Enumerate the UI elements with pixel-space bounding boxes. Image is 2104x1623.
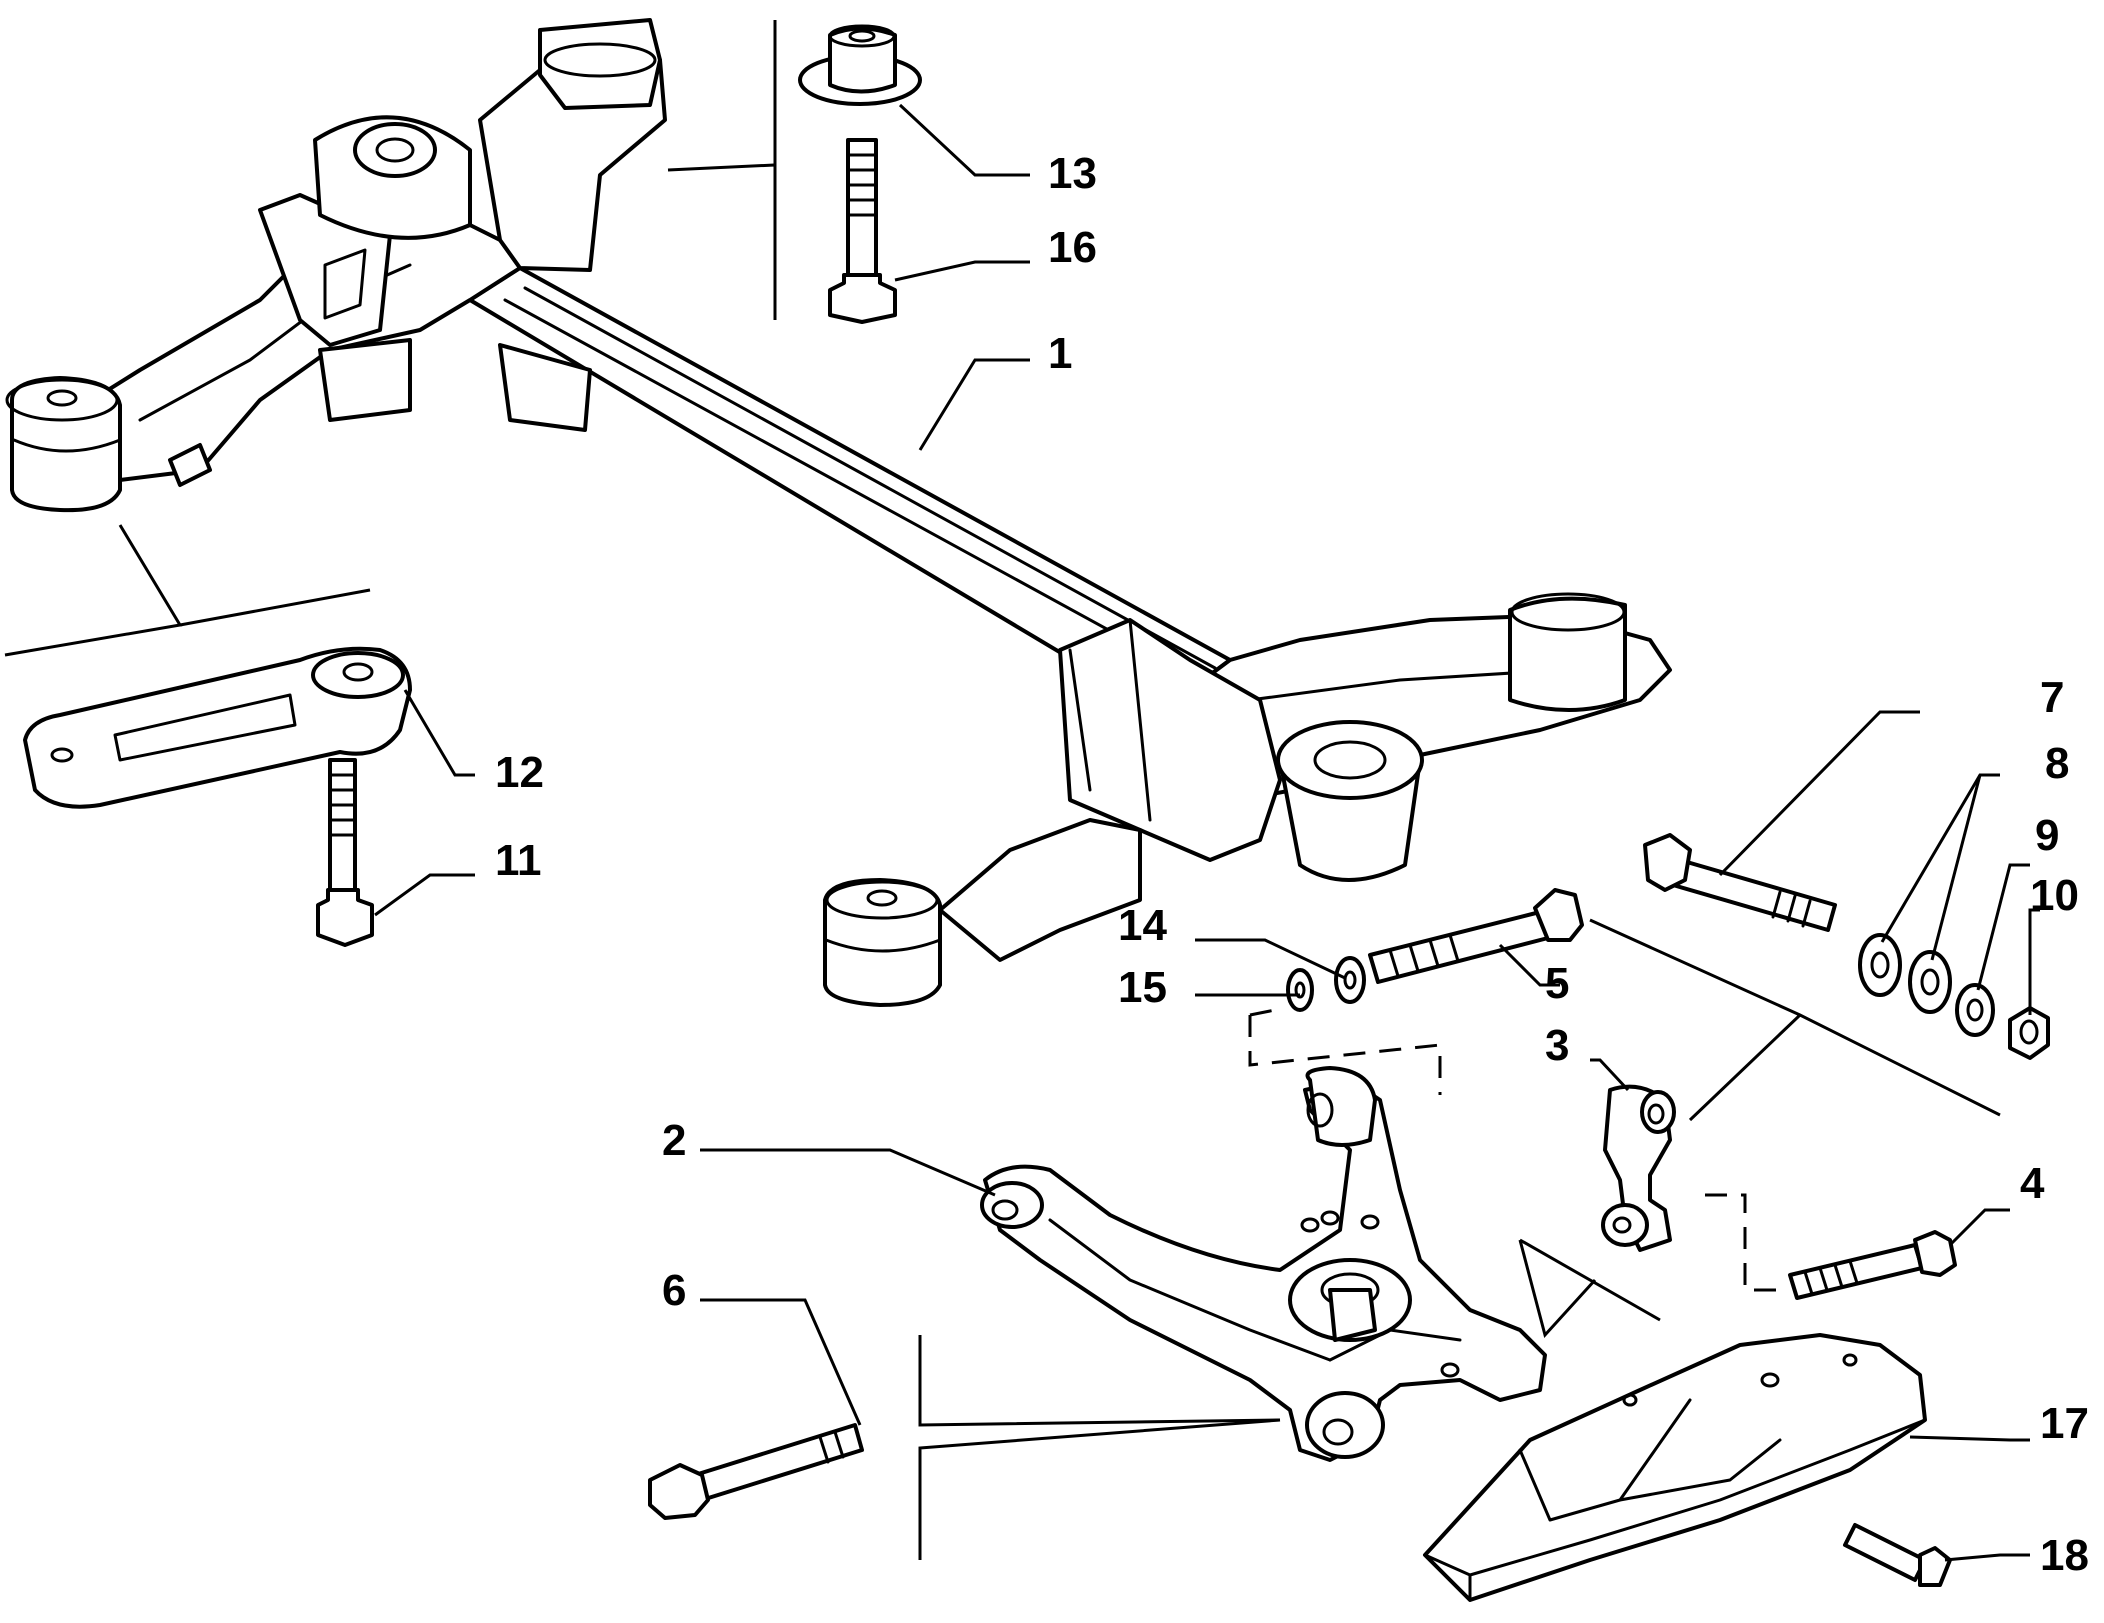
callout-4: 4 [2020,1159,2045,1208]
rubber-mount-13 [798,24,922,106]
callout-5: 5 [1545,959,1569,1008]
callout-10: 10 [2030,871,2079,920]
callout-8: 8 [2045,739,2069,788]
callout-11: 11 [495,836,542,885]
bolt-4 [1788,1230,1957,1300]
bolt-7 [1643,833,1837,932]
callout-2: 2 [662,1116,686,1165]
assembly-guide-lines [4,20,2001,1560]
washers-8 [1858,933,1952,1014]
callout-16: 16 [1048,223,1097,272]
bolt-6 [648,1423,864,1520]
nut-10 [2008,1006,2050,1060]
rear-axle-beam [5,18,1672,1007]
leader-lines [374,103,2040,1562]
bolt-11 [316,758,374,947]
link-rod [1601,1084,1676,1252]
washers-14-15 [1286,956,1366,1012]
callout-3: 3 [1545,1021,1569,1070]
callout-1: 1 [1048,329,1072,378]
callout-labels: 13 16 1 12 11 14 15 5 3 4 7 8 9 10 2 6 1… [495,149,2089,1580]
underbody-shield [1423,1333,1927,1602]
callout-9: 9 [2035,811,2059,860]
callout-14: 14 [1118,901,1167,950]
callout-17: 17 [2040,1399,2089,1448]
lower-control-arm [980,1066,1547,1462]
stud-bolt-16 [828,138,897,324]
reinforcement-plate [23,646,412,809]
bolt-5 [1368,888,1584,984]
washer-9 [1955,983,1995,1037]
callout-6: 6 [662,1266,686,1315]
callout-7: 7 [2040,673,2064,722]
callout-15: 15 [1118,963,1167,1012]
callout-18: 18 [2040,1531,2089,1580]
screw-18 [1843,1523,1952,1587]
callout-12: 12 [495,748,544,797]
callout-13: 13 [1048,149,1097,198]
